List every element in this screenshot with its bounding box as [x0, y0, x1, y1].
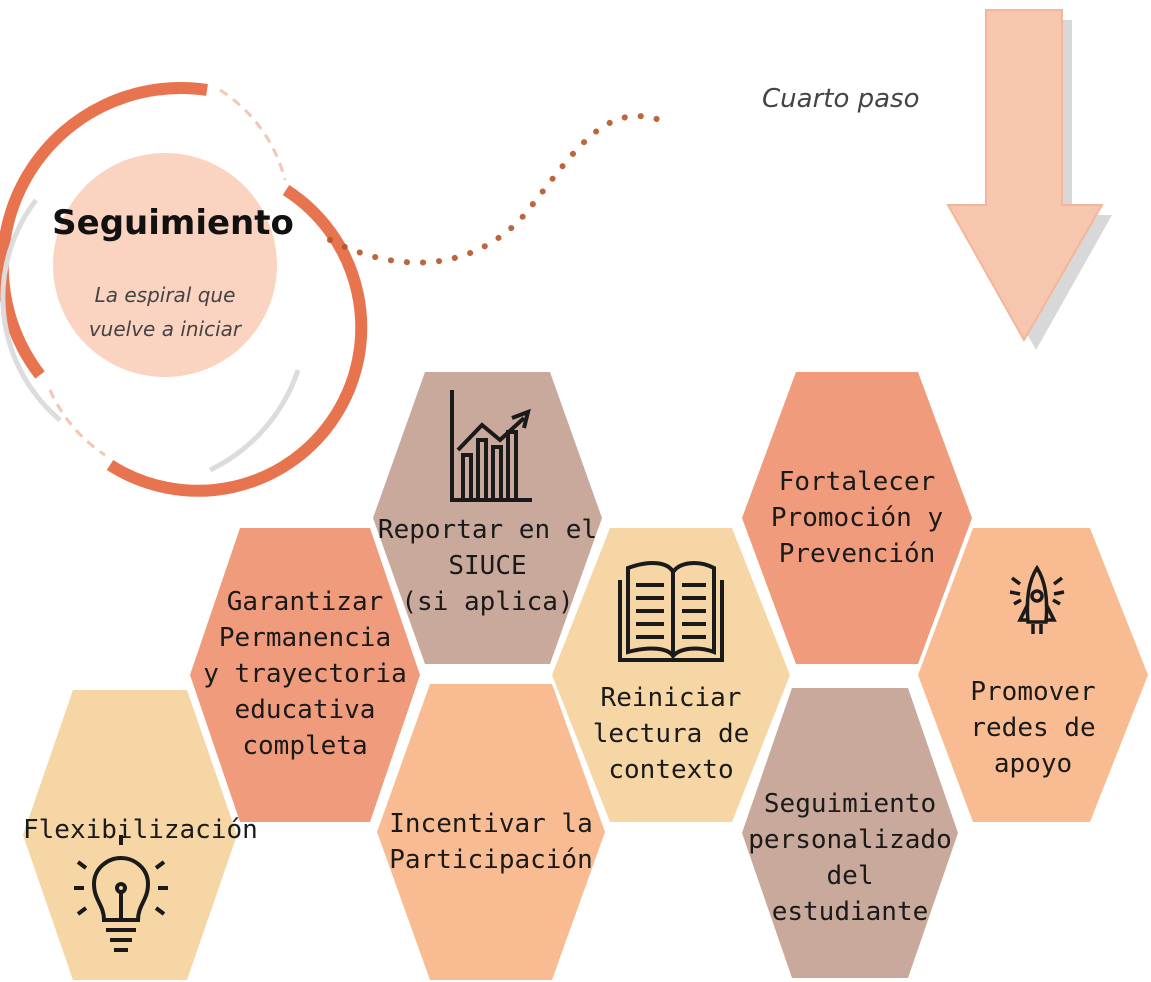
circle-fill — [53, 153, 277, 377]
hex-label-flexibilizacion: Flexibilización — [23, 815, 258, 845]
hex-reportar — [373, 372, 602, 664]
arrow-shape — [946, 9, 1104, 343]
step-label: Cuarto paso — [762, 84, 920, 114]
spiral-arc-outer — [0, 82, 208, 379]
lightbulb-icon — [74, 835, 168, 952]
hex-reiniciar — [552, 528, 790, 822]
diagram-title: Seguimiento — [52, 203, 294, 243]
hex-promover — [918, 528, 1148, 822]
spiral-dash-top — [219, 88, 287, 181]
title-circle — [0, 82, 368, 497]
dotted-wave — [327, 113, 663, 266]
open-book-icon — [618, 561, 724, 662]
rocket-icon — [1009, 564, 1065, 634]
hex-fortalecer — [742, 372, 972, 664]
hex-label-fortalecer: Fortalecer Promoción y Prevención — [770, 467, 944, 569]
hex-flexibilizacion — [23, 690, 237, 980]
spiral-gray-left — [0, 198, 62, 422]
growth-chart-icon — [450, 390, 532, 502]
spiral-arc-inner — [106, 184, 368, 497]
spiral-gray-right — [208, 369, 301, 473]
spiral-dash-bottom — [48, 389, 106, 457]
down-arrow — [946, 9, 1112, 350]
hex-seguimiento — [742, 688, 958, 978]
hex-label-seguimiento: Seguimiento personalizado del estudiante — [748, 789, 952, 927]
hex-label-incentivar: Incentivar la Participación — [389, 809, 593, 875]
hex-incentivar — [377, 684, 605, 980]
hex-label-reportar: Reportar en el SIUCE (si aplica) — [377, 515, 598, 617]
hex-garantizar — [190, 528, 420, 822]
hex-label-garantizar: Garantizar Permanencia y trayectoria edu… — [203, 587, 407, 761]
diagram-subtitle: La espiral que vuelve a iniciar — [88, 283, 242, 341]
hex-label-promover: Promover redes de apoyo — [970, 677, 1096, 779]
hex-label-reiniciar: Reiniciar lectura de contexto — [592, 683, 750, 785]
